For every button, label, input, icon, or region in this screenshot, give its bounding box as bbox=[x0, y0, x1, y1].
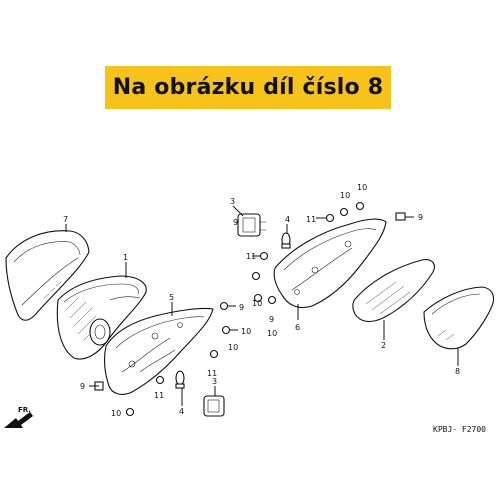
callout-4-upper: 4 bbox=[285, 215, 290, 224]
callout-7: 7 bbox=[63, 215, 68, 224]
part-6-right-housing bbox=[273, 218, 387, 309]
diagram-code: KPBJ- F2700 bbox=[433, 425, 486, 434]
part-1-left-headlight bbox=[56, 275, 147, 360]
callout-8: 8 bbox=[455, 367, 460, 376]
callout-9-c: 9 bbox=[239, 303, 244, 312]
part-3-lower-socket bbox=[203, 395, 225, 417]
callout-11-d: 11 bbox=[154, 391, 164, 400]
part-2-right-headlight bbox=[352, 259, 435, 323]
callout-2: 2 bbox=[381, 341, 386, 350]
part-4-upper-bulb bbox=[281, 232, 291, 249]
callout-10-c: 10 bbox=[252, 299, 262, 308]
part-4-lower-bulb bbox=[175, 370, 185, 389]
part-7-left-cover bbox=[5, 230, 90, 321]
callout-9-a: 9 bbox=[418, 213, 423, 222]
callout-5: 5 bbox=[169, 293, 174, 302]
callout-3-lower: 3 bbox=[212, 377, 217, 386]
callout-3-upper: 3 bbox=[230, 197, 235, 206]
direction-label: FR. bbox=[18, 406, 31, 414]
leader-lines bbox=[65, 205, 459, 406]
callout-10-d: 10 bbox=[267, 329, 277, 338]
callout-4-lower: 4 bbox=[179, 407, 184, 416]
callout-10-g: 10 bbox=[111, 409, 121, 418]
callout-11-a: 11 bbox=[306, 215, 316, 224]
callout-10-a: 10 bbox=[340, 191, 350, 200]
callout-9-b: 9 bbox=[269, 315, 274, 324]
part-3-upper-socket bbox=[237, 213, 266, 237]
callout-1: 1 bbox=[123, 253, 128, 262]
callout-9-d: 9 bbox=[80, 382, 85, 391]
callout-labels: 7 1 5 3 4 6 2 8 3 4 10 10 11 9 11 10 9 1… bbox=[63, 183, 460, 418]
front-direction-arrow: FR. bbox=[4, 406, 33, 428]
callout-4-upper-label: 9 bbox=[233, 218, 238, 227]
callout-10-f: 10 bbox=[228, 343, 238, 352]
callout-11-b: 11 bbox=[246, 252, 256, 261]
callout-6: 6 bbox=[295, 323, 300, 332]
callout-11-c: 11 bbox=[207, 369, 217, 378]
part-number-banner: Na obrázku díl číslo 8 bbox=[105, 66, 391, 109]
part-8-right-cover bbox=[423, 286, 495, 350]
part-5-left-housing bbox=[104, 307, 214, 395]
callout-10-b: 10 bbox=[357, 183, 367, 192]
callout-10-e: 10 bbox=[241, 327, 251, 336]
banner-text: Na obrázku díl číslo 8 bbox=[112, 75, 384, 100]
